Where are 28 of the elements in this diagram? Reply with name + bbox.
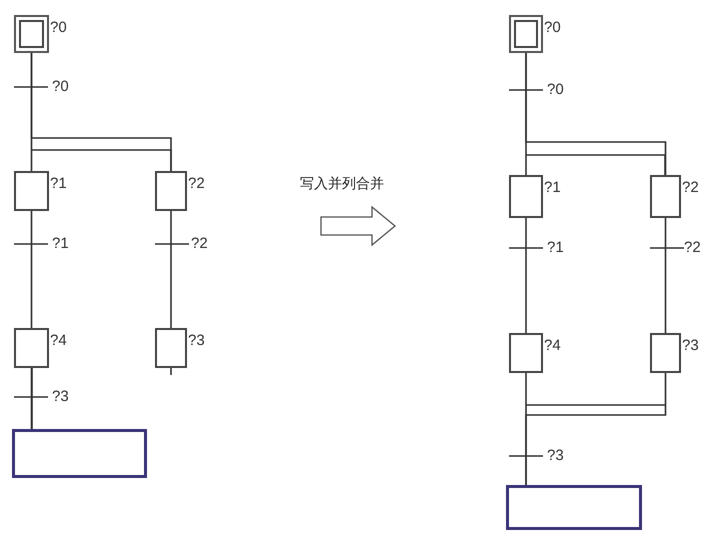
connector-line: [30, 368, 32, 429]
connector-line: [30, 211, 32, 328]
connector-line: [525, 373, 666, 485]
step-label: ?4: [544, 337, 561, 354]
empty-box: [506, 485, 642, 530]
step-label: ?0: [50, 19, 67, 36]
caption-text: 写入并列合并: [300, 175, 384, 193]
transition-label: ?1: [52, 235, 69, 252]
step-label: ?1: [544, 179, 561, 196]
step-label: ?4: [50, 332, 67, 349]
step-label: ?2: [682, 179, 699, 196]
transition-label: ?3: [547, 447, 564, 464]
connector-line: [525, 218, 527, 333]
connector-line: [525, 53, 666, 175]
step-label: ?3: [188, 332, 205, 349]
transition-label: ?0: [547, 81, 564, 98]
transition-label: ?3: [52, 388, 69, 405]
empty-box: [12, 429, 147, 478]
step-label: ?3: [682, 337, 699, 354]
step-label: ?1: [50, 175, 67, 192]
transition-label: ?0: [52, 78, 69, 95]
transition-label: ?2: [191, 235, 208, 252]
step-label: ?2: [188, 175, 205, 192]
step-label: ?0: [544, 19, 561, 36]
connector-line: [664, 218, 666, 333]
transition-label: ?2: [684, 239, 701, 256]
connector-line: [170, 211, 172, 328]
transition-label: ?1: [547, 239, 564, 256]
